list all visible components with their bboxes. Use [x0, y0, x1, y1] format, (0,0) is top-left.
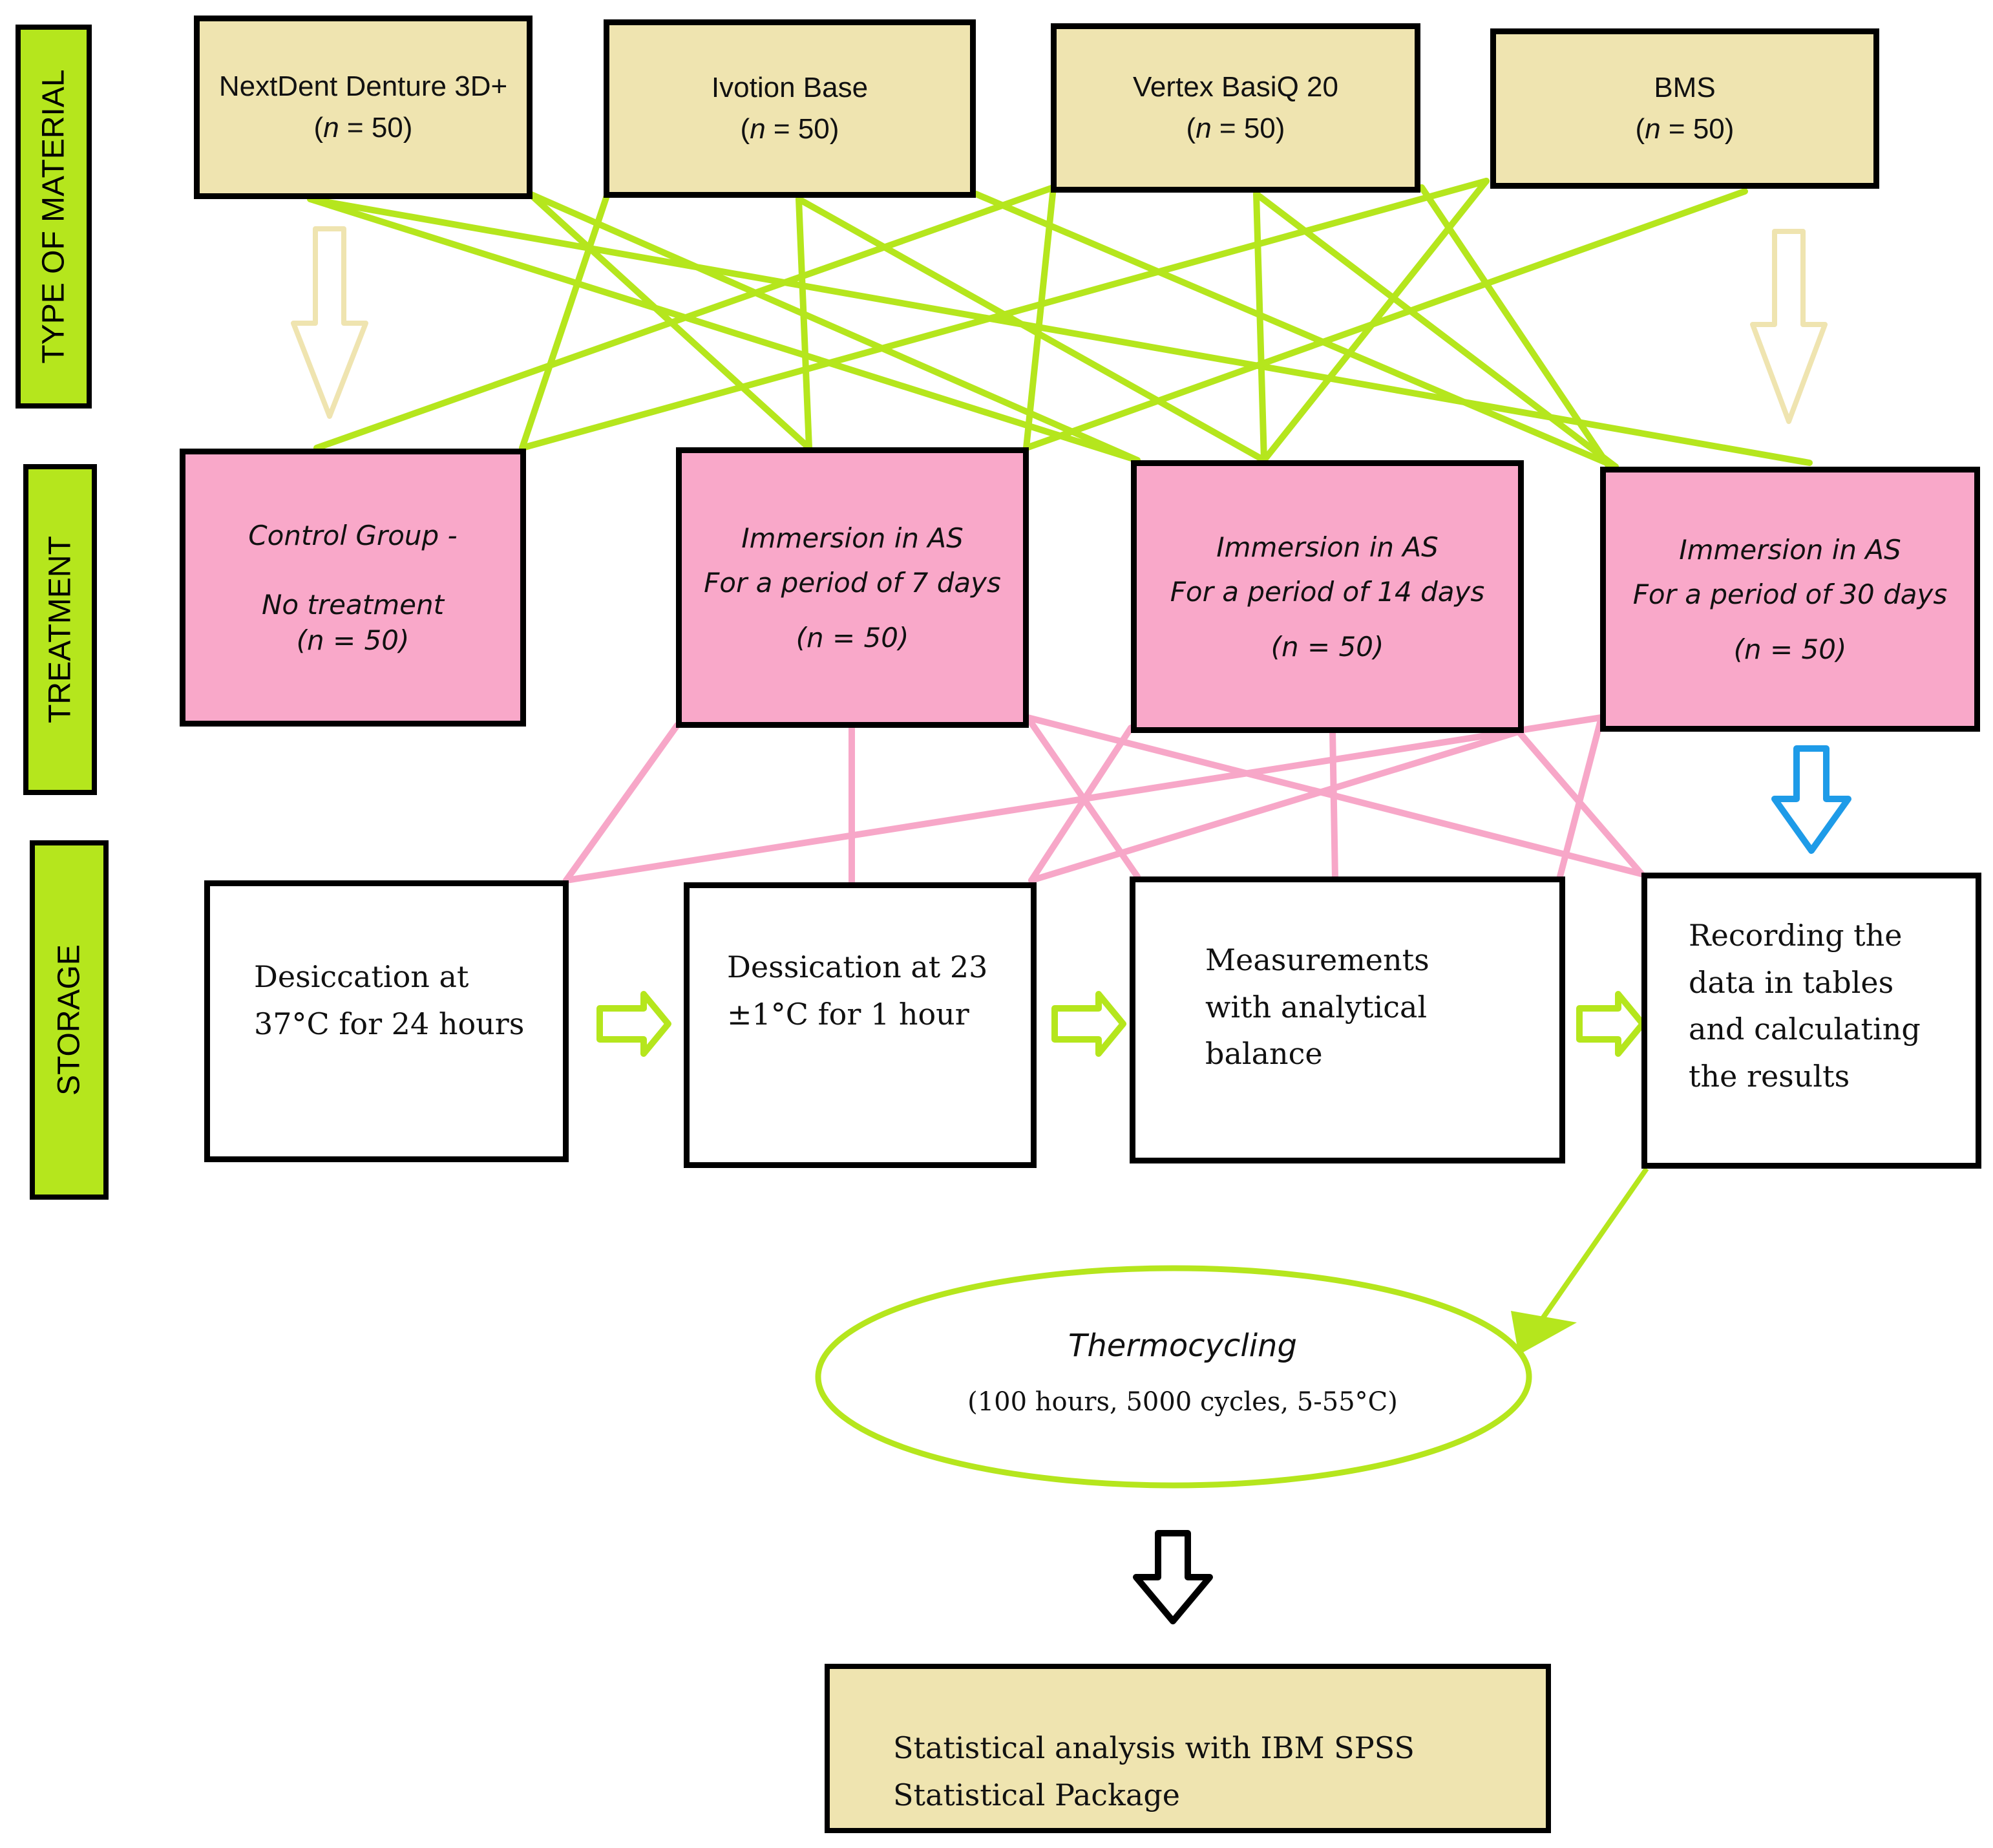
storage-box-recording: Recording the data in tables and calcula… [1641, 873, 1981, 1169]
right-arrow-icon [1576, 991, 1646, 1057]
flow-line [1538, 1167, 1649, 1323]
arrowhead-icon [1511, 1311, 1577, 1355]
down-arrow-icon [1771, 745, 1851, 854]
treatment-box-14-days: Immersion in AS For a period of 14 days … [1131, 460, 1524, 733]
down-arrow-icon [291, 226, 368, 419]
thermocycling-ellipse [815, 1265, 1532, 1489]
side-label-treatment: TREATMENT [23, 464, 97, 795]
material-name: Ivotion Base [711, 72, 869, 104]
analysis-box: Statistical analysis with IBM SPSS Stati… [825, 1664, 1551, 1833]
beige-down-arrows [291, 226, 1828, 424]
sample-size: (n = 50) [740, 113, 839, 145]
storage-box-measurements: Measurements with analytical balance [1130, 876, 1565, 1163]
material-box-bms: BMS (n = 50) [1490, 28, 1879, 189]
material-name: NextDent Denture 3D+ [218, 70, 508, 103]
down-arrow-icon [1133, 1530, 1213, 1624]
thermocycling-detail: (100 hours, 5000 cycles, 5-55°C) [967, 1387, 1398, 1417]
treatment-box-30-days: Immersion in AS For a period of 30 days … [1600, 467, 1980, 732]
material-box-nextdent: NextDent Denture 3D+ (n = 50) [194, 16, 533, 199]
side-label-storage: STORAGE [30, 840, 109, 1200]
treatment-box-control: Control Group - No treatment (n = 50) [180, 449, 526, 727]
sample-size: (n = 50) [313, 112, 413, 143]
right-arrow-icon [1051, 991, 1126, 1057]
treatment-box-7-days: Immersion in AS For a period of 7 days (… [676, 447, 1029, 728]
storage-box-desiccation-23: Dessication at 23 ±1°C for 1 hour [684, 882, 1037, 1168]
down-arrow-icon [1750, 229, 1828, 424]
storage-box-desiccation-37: Desiccation at 37°C for 24 hours [204, 880, 569, 1162]
treatment-storage-connectors [563, 714, 1645, 886]
material-box-ivotion: Ivotion Base (n = 50) [604, 19, 976, 198]
sample-size: (n = 50) [1635, 113, 1735, 145]
sample-size: (n = 50) [1186, 112, 1285, 144]
storage-flow-arrows [596, 991, 1646, 1057]
thermocycling-title: Thermocycling [1068, 1328, 1297, 1364]
right-arrow-icon [596, 991, 671, 1057]
material-name: BMS [1654, 72, 1716, 104]
material-name: Vertex BasiQ 20 [1133, 71, 1338, 103]
side-label-material: TYPE OF MATERIAL [16, 25, 92, 409]
material-treatment-connectors [307, 178, 1813, 470]
material-box-vertex: Vertex BasiQ 20 (n = 50) [1051, 23, 1420, 193]
